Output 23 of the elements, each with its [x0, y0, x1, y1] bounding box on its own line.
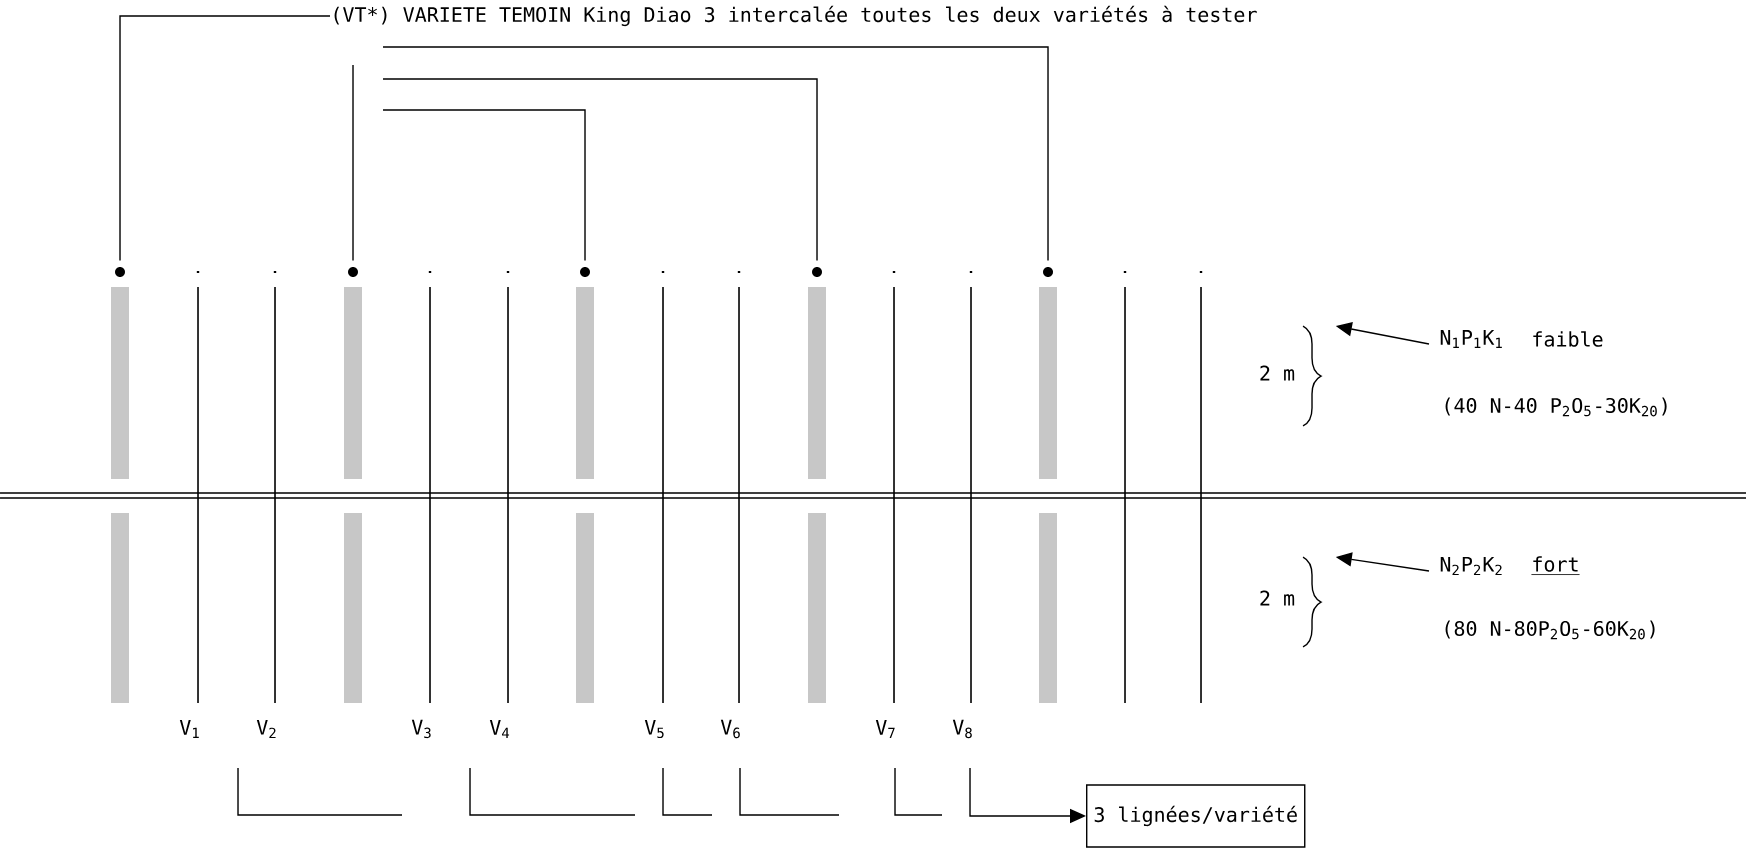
fertilizer-label: N$_{2}$P$_{2}$K$_{2}$ — [1440, 556, 1502, 576]
variety-label: V$_{6}$ — [720, 719, 740, 739]
leader-line — [382, 78, 818, 262]
fertilizer-label: (40 N-40 P$_{2}$O$_{5}$-30K$_{20}$) — [1445, 397, 1667, 417]
variety-label: V$_{5}$ — [644, 719, 664, 739]
fertilizer-label: (80 N-80P$_{2}$O$_{5}$-60K$_{20}$) — [1445, 620, 1655, 640]
leader-line — [119, 15, 331, 262]
label-box: 3 lignées/variété — [1086, 784, 1306, 848]
leader-line — [382, 109, 586, 262]
leader-line — [382, 46, 1049, 262]
variety-label: V$_{4}$ — [489, 720, 510, 738]
variety-label: V$_{2}$ — [256, 719, 276, 739]
variety-label: V$_{3}$ — [411, 719, 431, 739]
variety-label: V$_{8}$ — [952, 719, 972, 739]
leader-line — [352, 64, 354, 262]
fertilizer-label: faible — [1533, 331, 1603, 347]
variety-label: V$_{7}$ — [875, 720, 895, 738]
variety-label: V$_{1}$ — [179, 720, 199, 738]
note-text: (VT*) VARIETE TEMOIN King Diao 3 intercalée toutes les deux variétés à tester — [334, 5, 1257, 27]
dimension-brace — [1302, 325, 1322, 427]
fertilizer-label: N$_{1}$P$_{1}$K$_{1}$ — [1440, 330, 1502, 348]
fertilizer-label: fort — [1531, 556, 1580, 575]
dimension-brace — [1302, 556, 1322, 648]
